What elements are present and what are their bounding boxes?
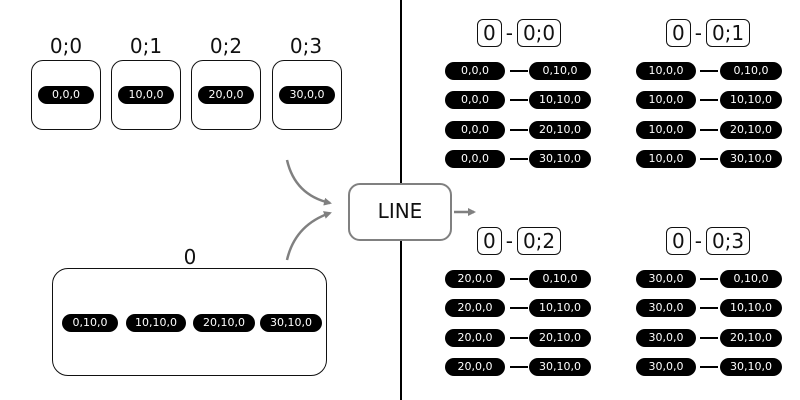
- row-connector: [700, 158, 718, 160]
- vertex-pill: 30,0,0: [279, 86, 335, 104]
- column-label-0-2: 0;2: [209, 34, 243, 58]
- vertex-box-0-2: 20,0,0: [191, 60, 261, 130]
- line-end-pill: 20,10,0: [529, 329, 591, 347]
- line-end-pill: 0,10,0: [529, 270, 591, 288]
- line-start-pill: 30,0,0: [636, 358, 696, 376]
- row-connector: [510, 99, 528, 101]
- row-connector: [700, 70, 718, 72]
- vertex-pill: 10,0,0: [118, 86, 174, 104]
- vertex-pill: 30,10,0: [260, 314, 322, 332]
- line-end-pill: 20,10,0: [720, 329, 782, 347]
- row-connector: [700, 99, 718, 101]
- line-end-pill: 10,10,0: [720, 91, 782, 109]
- pair-header-left: 0: [666, 19, 691, 47]
- row-connector: [510, 129, 528, 131]
- line-end-pill: 0,10,0: [720, 270, 782, 288]
- line-start-pill: 10,0,0: [636, 91, 696, 109]
- pair-header-0-3: 0 - 0;3: [666, 227, 751, 255]
- line-start-pill: 30,0,0: [636, 329, 696, 347]
- pair-header-left: 0: [477, 19, 502, 47]
- row-connector: [510, 70, 528, 72]
- line-end-pill: 0,10,0: [720, 62, 782, 80]
- pair-header-left: 0: [666, 227, 691, 255]
- column-label-0-1: 0;1: [129, 34, 163, 58]
- row-connector: [510, 307, 528, 309]
- line-start-pill: 20,0,0: [445, 329, 505, 347]
- row-connector: [700, 366, 718, 368]
- line-start-pill: 20,0,0: [445, 299, 505, 317]
- row-connector: [700, 129, 718, 131]
- row-connector: [510, 366, 528, 368]
- line-start-pill: 30,0,0: [636, 270, 696, 288]
- pair-header-right: 0;3: [705, 227, 751, 255]
- line-start-pill: 0,0,0: [445, 62, 505, 80]
- vertex-box-0-0: 0,0,0: [31, 60, 101, 130]
- column-label-0-0: 0;0: [49, 34, 83, 58]
- pair-header-right: 0;0: [516, 19, 562, 47]
- line-start-pill: 0,0,0: [445, 91, 505, 109]
- line-end-pill: 20,10,0: [529, 121, 591, 139]
- vertex-box-0-1: 10,0,0: [111, 60, 181, 130]
- pair-header-left: 0: [477, 227, 502, 255]
- vertex-pill: 0,10,0: [62, 314, 118, 332]
- line-start-pill: 10,0,0: [636, 150, 696, 168]
- pair-header-right: 0;1: [705, 19, 751, 47]
- vertex-pill: 0,0,0: [38, 86, 94, 104]
- line-end-pill: 10,10,0: [720, 299, 782, 317]
- line-start-pill: 30,0,0: [636, 299, 696, 317]
- line-start-pill: 0,0,0: [445, 121, 505, 139]
- pair-header-0-1: 0 - 0;1: [666, 19, 751, 47]
- row-connector: [510, 337, 528, 339]
- line-end-pill: 20,10,0: [720, 121, 782, 139]
- line-end-pill: 30,10,0: [529, 150, 591, 168]
- vertex-pill: 10,10,0: [126, 314, 186, 332]
- vertex-pill: 20,0,0: [198, 86, 254, 104]
- pair-header-separator: -: [505, 21, 513, 45]
- pair-header-separator: -: [694, 229, 702, 253]
- line-end-pill: 30,10,0: [720, 358, 782, 376]
- row-connector: [700, 307, 718, 309]
- line-start-pill: 10,0,0: [636, 121, 696, 139]
- line-start-pill: 10,0,0: [636, 62, 696, 80]
- pair-header-right: 0;2: [516, 227, 562, 255]
- pair-header-separator: -: [694, 21, 702, 45]
- line-start-pill: 20,0,0: [445, 358, 505, 376]
- pair-header-separator: -: [505, 229, 513, 253]
- vertex-group-box: 0,10,0 10,10,0 20,10,0 30,10,0: [52, 268, 327, 376]
- pair-header-0-2: 0 - 0;2: [477, 227, 562, 255]
- line-end-pill: 30,10,0: [529, 358, 591, 376]
- row-connector: [510, 278, 528, 280]
- vertex-pill: 20,10,0: [193, 314, 255, 332]
- row-connector: [700, 278, 718, 280]
- arrow-from-top: [285, 159, 332, 206]
- row-connector: [700, 337, 718, 339]
- column-label-0-3: 0;3: [289, 34, 323, 58]
- line-end-pill: 10,10,0: [529, 91, 591, 109]
- line-end-pill: 30,10,0: [720, 150, 782, 168]
- line-end-pill: 0,10,0: [529, 62, 591, 80]
- line-end-pill: 10,10,0: [529, 299, 591, 317]
- group-label: 0: [183, 245, 197, 269]
- line-start-pill: 20,0,0: [445, 270, 505, 288]
- pair-header-0-0: 0 - 0;0: [477, 19, 562, 47]
- line-start-pill: 0,0,0: [445, 150, 505, 168]
- arrow-from-bottom: [285, 211, 332, 261]
- vertex-box-0-3: 30,0,0: [272, 60, 342, 130]
- row-connector: [510, 158, 528, 160]
- line-operation-node: LINE: [348, 183, 452, 241]
